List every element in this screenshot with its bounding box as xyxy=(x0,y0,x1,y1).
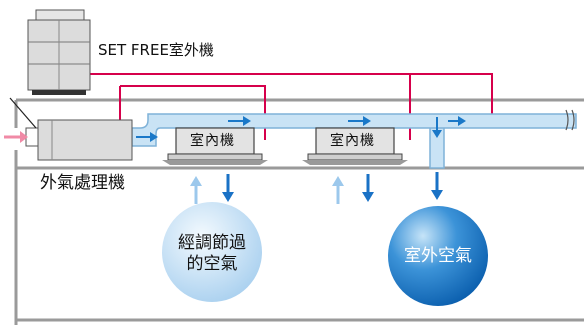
outdoor-air-bubble xyxy=(388,206,488,306)
outdoor-air-label: 室外空氣 xyxy=(404,246,472,266)
indoor-unit-1 xyxy=(162,127,268,165)
outdoor-unit xyxy=(27,9,91,95)
conditioned-air-label-line1: 經調節過 xyxy=(178,233,246,253)
fresh-air-unit xyxy=(4,97,133,161)
indoor-unit-2-label: 室內機 xyxy=(330,133,375,149)
conditioned-air-label: 經調節過 的空氣 xyxy=(162,233,262,276)
outdoor-unit-label: SET FREE室外機 xyxy=(98,41,214,59)
room-air-arrows xyxy=(190,172,443,204)
indoor-unit-1-label: 室內機 xyxy=(190,133,235,149)
building-outline xyxy=(14,98,584,325)
duct-flow-arrows xyxy=(136,116,466,142)
refrigerant-piping xyxy=(86,73,493,140)
indoor-unit-2 xyxy=(302,127,408,165)
conditioned-air-label-line2: 的空氣 xyxy=(186,254,238,275)
fresh-air-unit-label: 外氣處理機 xyxy=(40,173,125,193)
conditioned-air-bubble xyxy=(162,202,262,302)
